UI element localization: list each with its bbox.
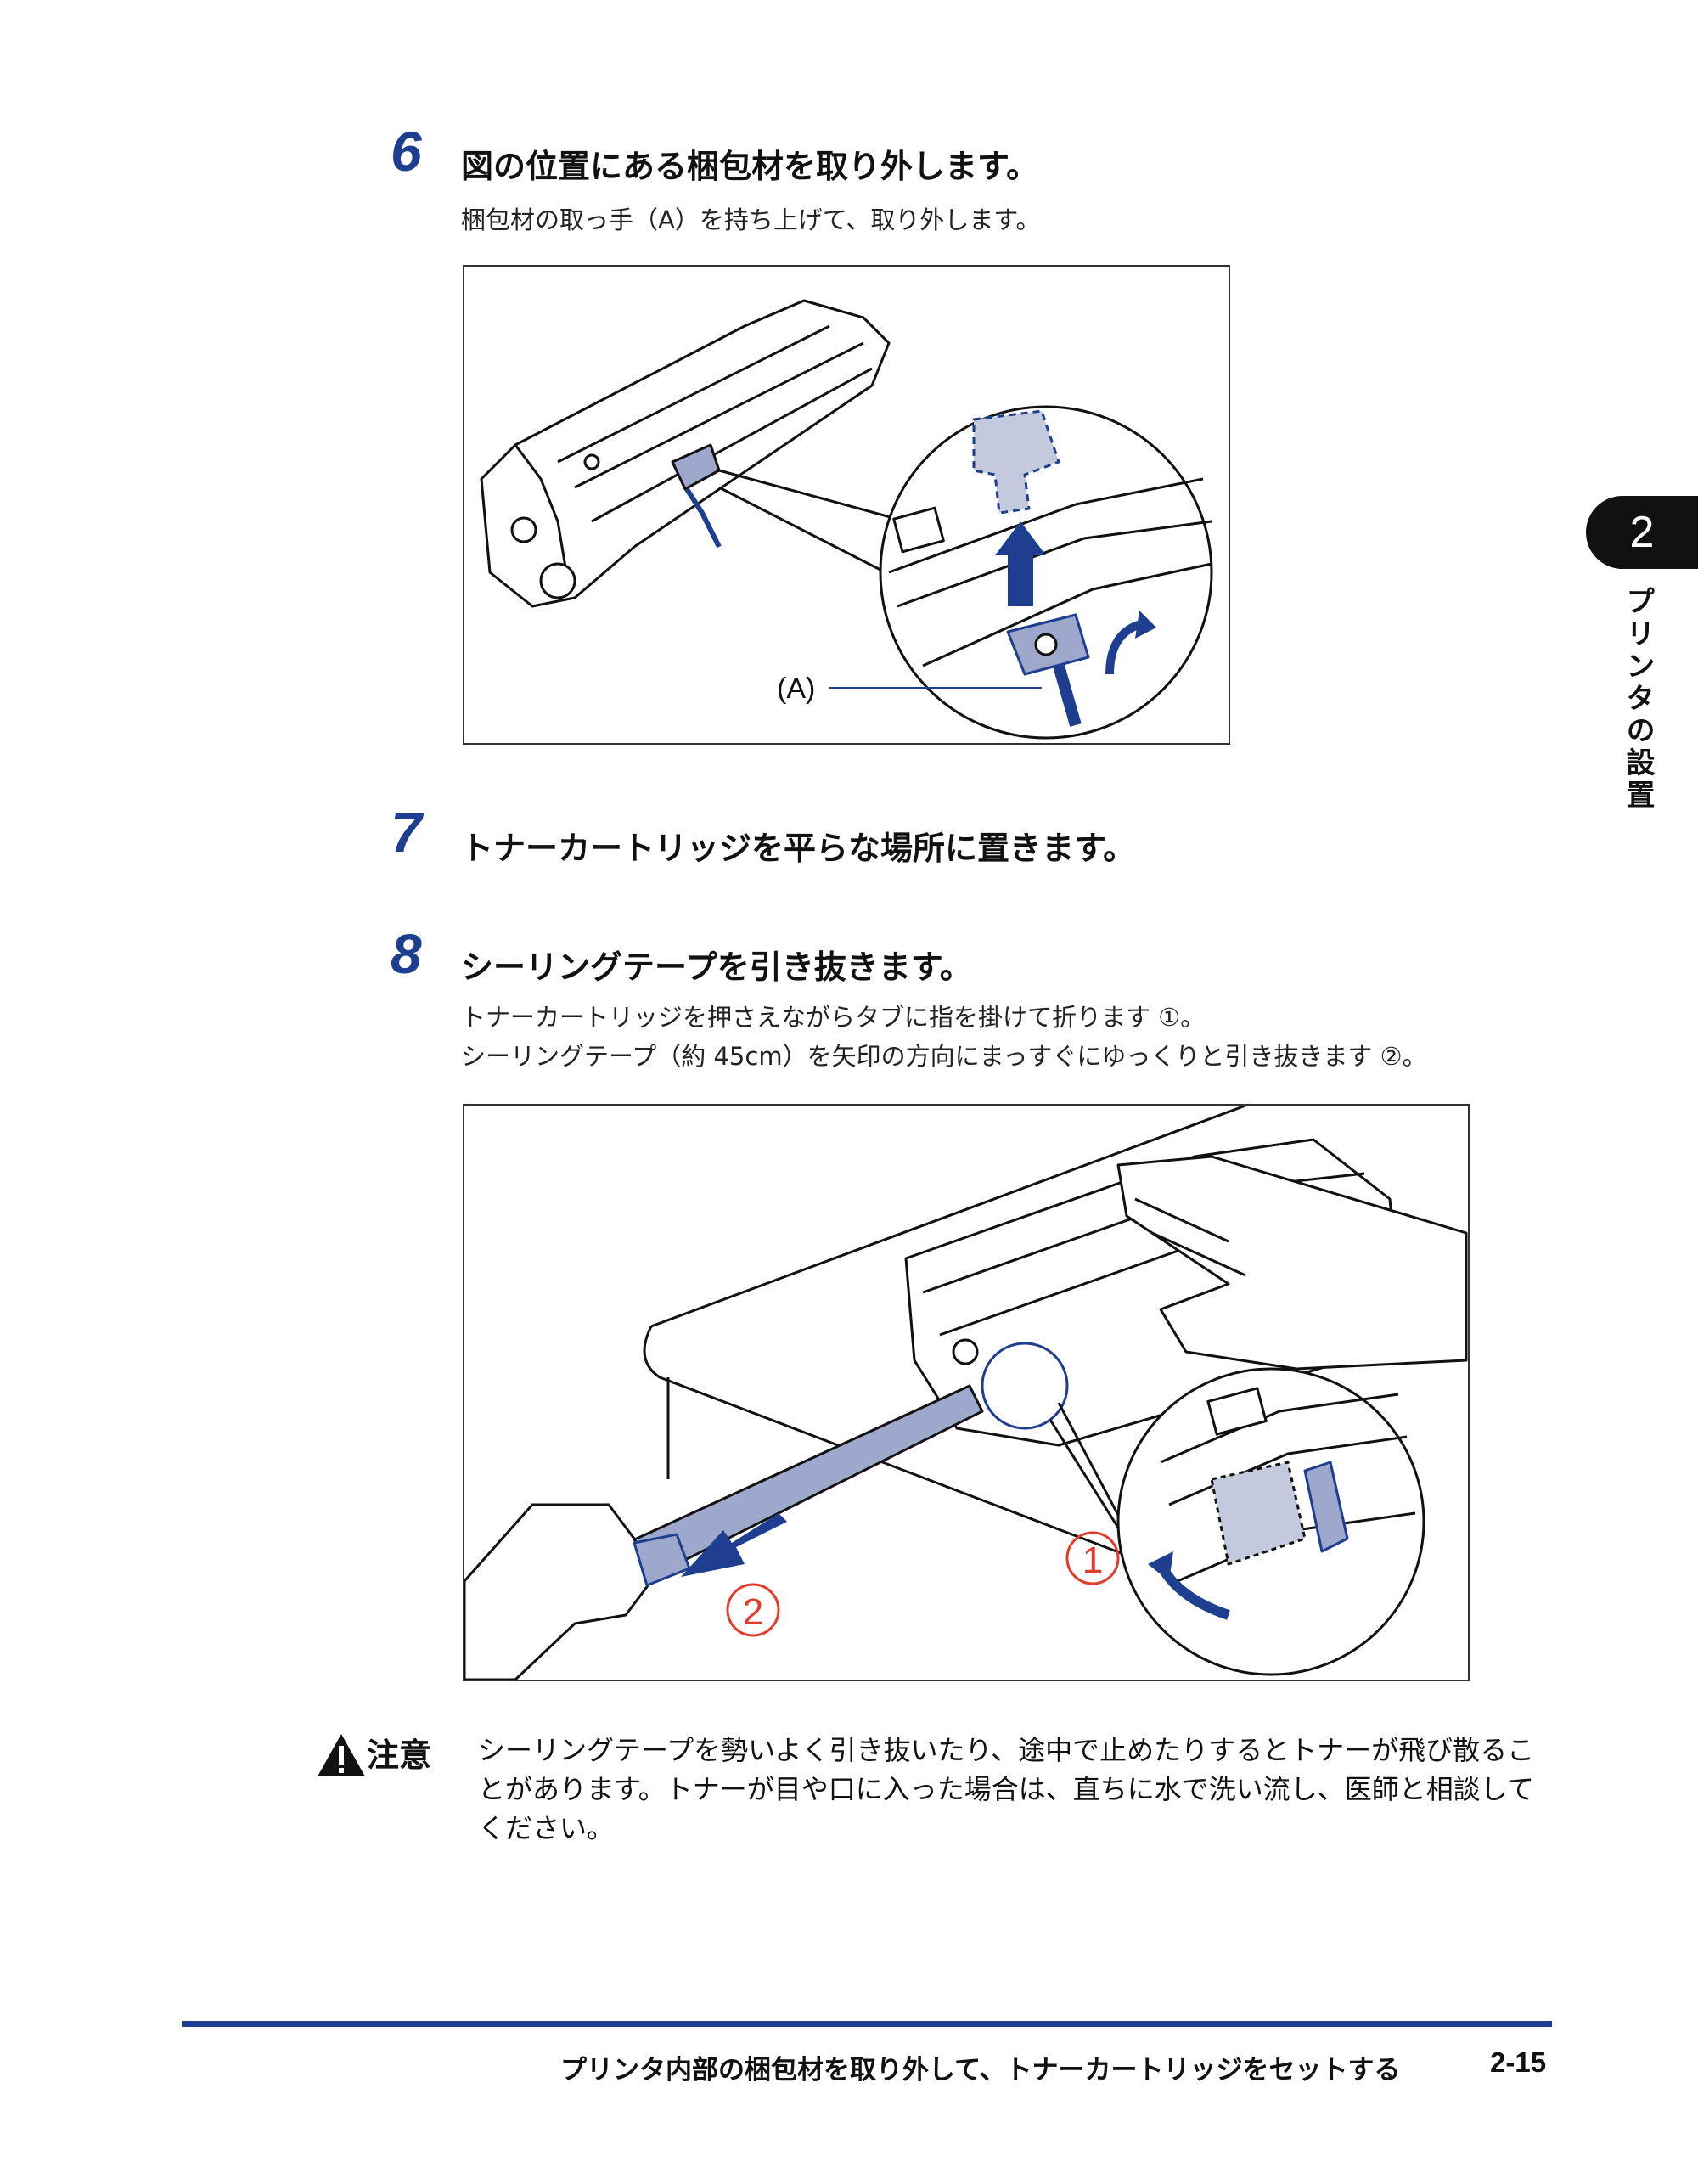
cartridge-illustration-1: (A) xyxy=(480,299,1213,740)
step-8-desc-1: トナーカートリッジを押さえながらタブに指を掛けて折ります ①。 xyxy=(461,1003,1206,1032)
step-6-desc: 梱包材の取っ手（A）を持ち上げて、取り外します。 xyxy=(461,205,1041,234)
footer-rule xyxy=(182,2021,1552,2027)
caution-text: シーリングテープを勢いよく引き抜いたり、途中で止めたりするとトナーが飛び散ること… xyxy=(478,1734,1535,1844)
page-number: 2-15 xyxy=(1490,2046,1547,2078)
figure-remove-packing: (A) xyxy=(463,265,1230,745)
step-8-desc-2: シーリングテープ（約 45cm）を矢印の方向にまっすぐにゆっくりと引き抜きます … xyxy=(461,1042,1427,1071)
footer-title: プリンタ内部の梱包材を取り外して、トナーカートリッジをセットする xyxy=(560,2055,1401,2085)
caution-label: 注意 xyxy=(367,1737,432,1774)
step-7-title: トナーカートリッジを平らな場所に置きます。 xyxy=(461,830,1136,867)
step-8-number: 8 xyxy=(391,922,422,985)
marker-1: 1 xyxy=(1082,1539,1103,1581)
step-8-title: シーリングテープを引き抜きます。 xyxy=(461,948,972,986)
chapter-number: 2 xyxy=(1629,508,1655,557)
label-a: (A) xyxy=(777,673,815,705)
step-6-number: 6 xyxy=(391,120,422,183)
chapter-title: プリンタの設置 xyxy=(1621,586,1655,812)
chapter-tab: 2 xyxy=(1586,496,1698,569)
step-7-number: 7 xyxy=(391,801,422,864)
cartridge-illustration-2: 1 2 xyxy=(464,1106,1468,1680)
step-6-title: 図の位置にある梱包材を取り外します。 xyxy=(461,148,1039,185)
marker-2: 2 xyxy=(743,1591,763,1633)
figure-pull-seal-tape: 1 2 xyxy=(463,1104,1470,1681)
warning-triangle-icon xyxy=(318,1734,365,1776)
